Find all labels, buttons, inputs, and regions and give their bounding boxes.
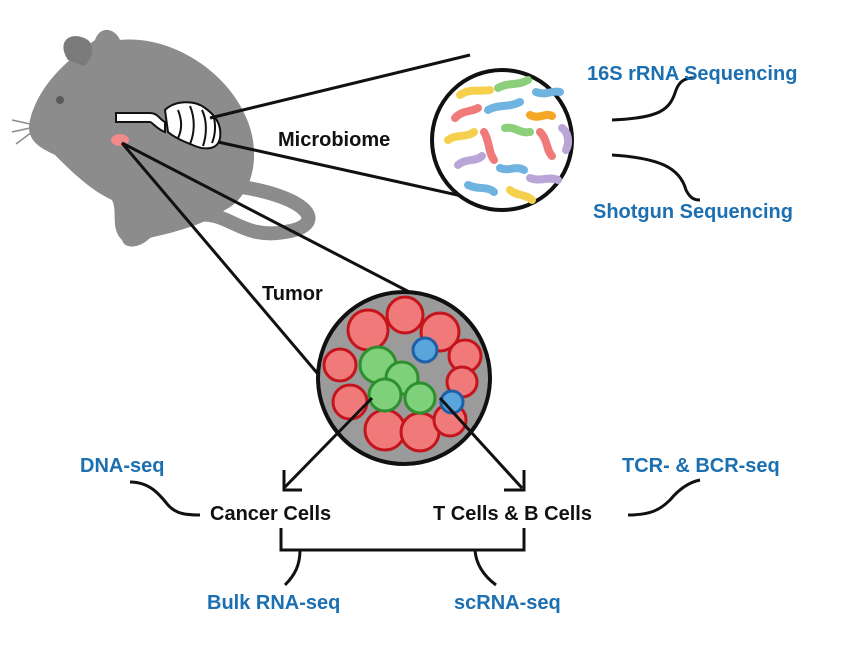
label-t-b-cells: T Cells & B Cells [433, 503, 592, 525]
bacteria-icon [444, 76, 573, 204]
method-scrna: scRNA-seq [454, 592, 561, 614]
mouse-body [29, 29, 255, 247]
method-tcr-bcr: TCR- & BCR-seq [622, 455, 780, 477]
label-tumor: Tumor [262, 283, 323, 305]
intestine-icon [115, 101, 222, 150]
label-cancer-cells: Cancer Cells [210, 503, 331, 525]
tumor-arrows [282, 396, 526, 492]
cancer-cells-cluster [358, 345, 437, 415]
method-connectors [129, 76, 701, 587]
label-microbiome: Microbiome [278, 129, 390, 151]
microbiome-circle [430, 68, 574, 212]
method-bulk-rna: Bulk RNA-seq [207, 592, 340, 614]
method-dna-seq: DNA-seq [80, 455, 164, 477]
method-16s-rrna: 16S rRNA Sequencing [587, 63, 797, 85]
method-shotgun: Shotgun Sequencing [593, 201, 793, 223]
mouse-ear [63, 36, 93, 66]
cell-bracket [279, 528, 526, 552]
mouse-eye [56, 96, 64, 104]
mouse-icon [11, 29, 316, 247]
mouse-tail [188, 178, 316, 241]
red-cells [322, 295, 483, 453]
tumor-cells-icon [316, 290, 492, 466]
immune-cells [411, 336, 465, 415]
zoom-lines [120, 53, 481, 401]
mouse-whiskers [11, 119, 33, 145]
